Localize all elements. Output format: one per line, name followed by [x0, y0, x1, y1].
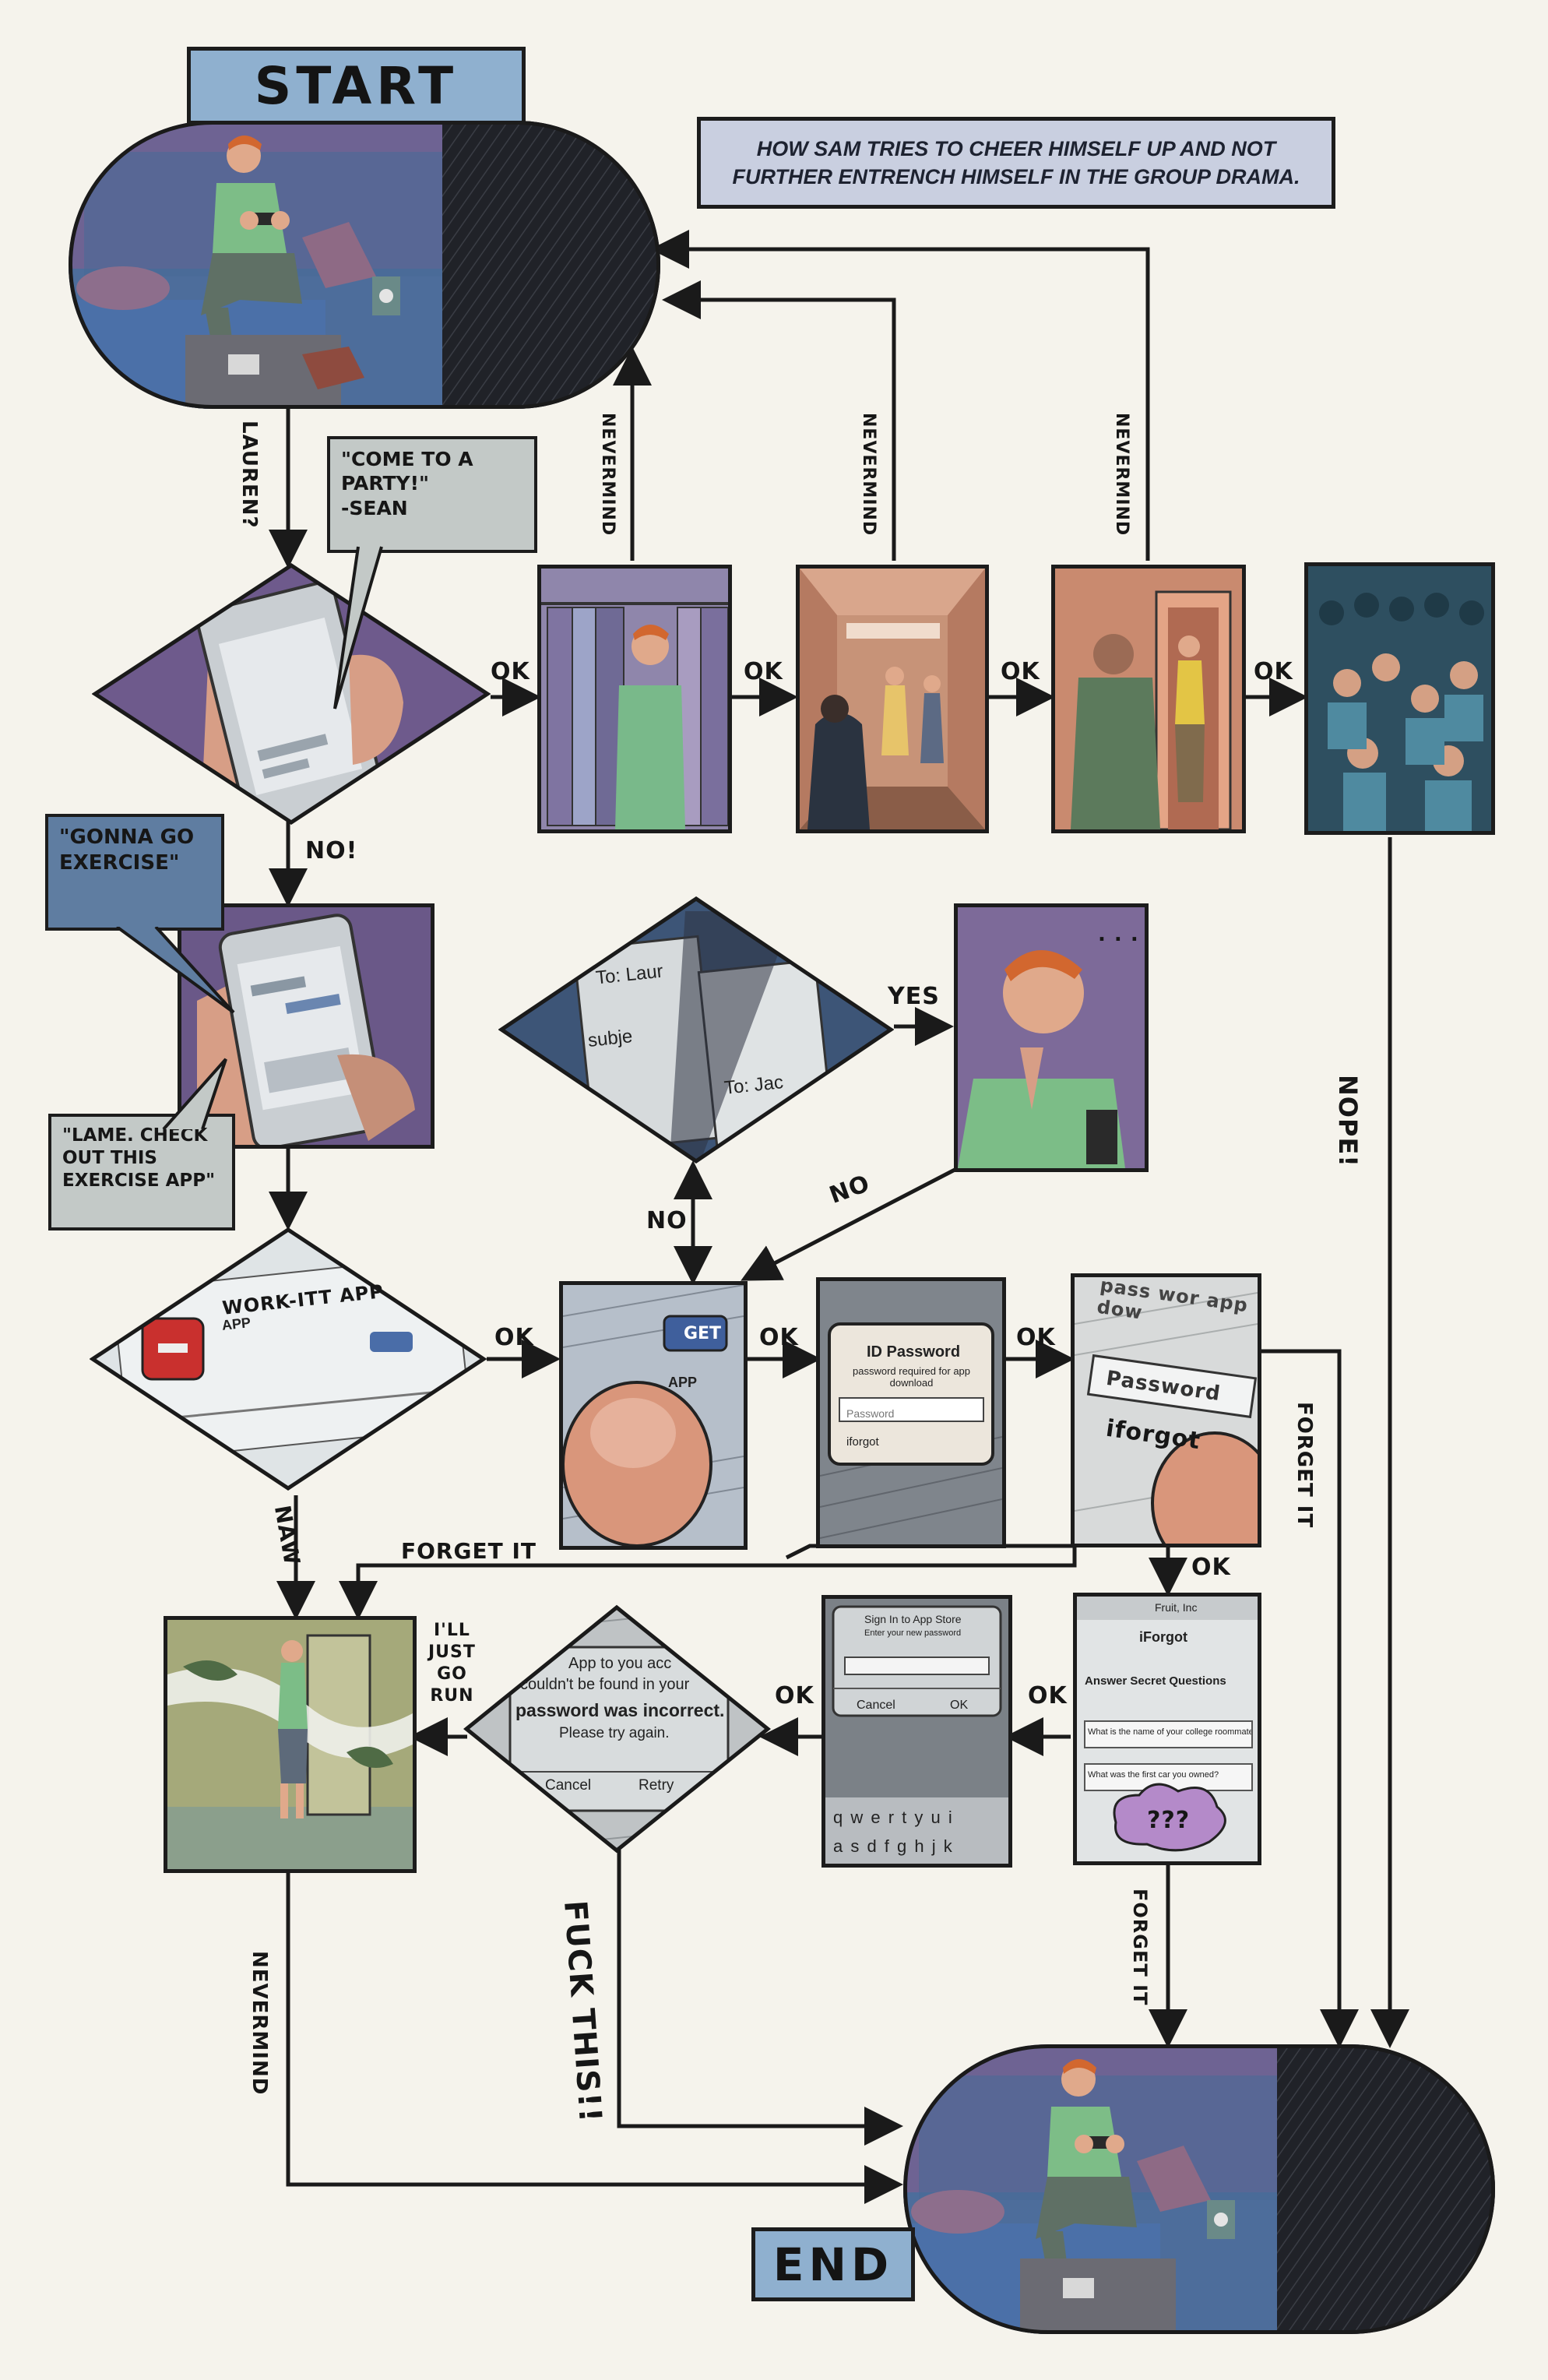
label-nevermind-3: NEVERMIND [1112, 413, 1131, 537]
label-ok-get: OK [494, 1324, 534, 1351]
start-scene-illustration [69, 121, 660, 409]
label-ok-idpass: OK [759, 1324, 799, 1351]
label-ok-closet: OK [491, 658, 530, 685]
label-ok-door: OK [1001, 658, 1040, 685]
label-forget-it-middle: FORGET IT [401, 1538, 537, 1564]
label-nevermind-1: NEVERMIND [598, 413, 617, 537]
keyboard-row-2[interactable]: a s d f g h j k [833, 1836, 954, 1856]
party-illustration [1308, 566, 1491, 831]
id-password-field[interactable]: Password [846, 1407, 895, 1420]
door-panel [1051, 565, 1246, 833]
store-illustration [800, 569, 985, 829]
signin-ok-button[interactable]: OK [950, 1699, 969, 1712]
incorrect-line4: Please try again. [559, 1725, 670, 1741]
workout-app-diamond [89, 1227, 487, 1491]
incorrect-line2: couldn't be found in your [520, 1676, 690, 1693]
run-illustration [167, 1620, 413, 1869]
sean-speech-bubble: "COME TO A PARTY!" -SEAN [327, 436, 537, 553]
label-ok-signin: OK [1028, 1682, 1068, 1709]
id-password-title: ID Password [867, 1343, 961, 1361]
end-scene [903, 2044, 1495, 2334]
start-scene [69, 121, 660, 409]
id-password-iforgot-link[interactable]: iforgot [846, 1435, 879, 1449]
store-panel [796, 565, 989, 833]
exercise-speech-bubble: "GONNA GO EXERCISE" [45, 814, 224, 931]
signin-title: Sign In to App Store [864, 1613, 962, 1625]
label-nope: NOPE! [1333, 1075, 1363, 1167]
label-no-exclaim: NO! [305, 837, 358, 864]
sad-sam-illustration [958, 907, 1145, 1168]
password-closeup-illustration [1075, 1277, 1258, 1544]
iforgot-panel: Fruit, Inc iForgot Answer Secret Questio… [1073, 1593, 1261, 1865]
confused-cloud: ??? [1147, 1807, 1191, 1834]
incorrect-cancel-button[interactable]: Cancel [545, 1777, 592, 1794]
sad-sam-panel: . . . [954, 903, 1149, 1172]
door-illustration [1055, 569, 1242, 829]
sean-bubble-tail [333, 546, 383, 709]
get-button[interactable]: GET [683, 1324, 722, 1343]
label-nevermind-2: NEVERMIND [859, 413, 878, 537]
phone-diamond-illustration [91, 563, 491, 825]
signin-cancel-button[interactable]: Cancel [857, 1699, 895, 1712]
iforgot-title: iForgot [1139, 1629, 1187, 1645]
signin-illustration [825, 1599, 1008, 1864]
incorrect-retry-button[interactable]: Retry [639, 1777, 674, 1794]
workout-app-subtitle: APP [221, 1315, 252, 1333]
run-caption: I'LL JUST GO RUN [428, 1621, 476, 1706]
workout-app-illustration [89, 1227, 487, 1491]
exercise-bubble-tail [115, 927, 235, 1014]
get-button-panel: GET APP [559, 1281, 748, 1550]
label-forget-it-bottom: FORGET IT [1129, 1889, 1151, 2006]
id-password-illustration [820, 1281, 1002, 1544]
get-panel-illustration [563, 1285, 744, 1546]
email-subject: subje [586, 1026, 634, 1051]
label-ok-closeup: OK [1016, 1324, 1056, 1351]
iforgot-illustration [1077, 1597, 1258, 1861]
texting-illustration [181, 907, 431, 1145]
id-password-panel: ID Password password required for app do… [816, 1277, 1006, 1548]
party-panel [1304, 562, 1495, 835]
incorrect-message: password was incorrect. [515, 1700, 725, 1720]
label-ok-incorrect: OK [775, 1682, 814, 1709]
signin-panel: Sign In to App Store Enter your new pass… [821, 1595, 1012, 1868]
email-diamond-illustration [498, 896, 895, 1164]
id-password-subtitle: password required for app download [852, 1365, 971, 1389]
start-label: START [187, 47, 526, 125]
label-lauren: LAUREN? [237, 421, 261, 529]
title-card: HOW SAM TRIES TO CHEER HIMSELF UP AND NO… [697, 117, 1335, 209]
iforgot-heading: Answer Secret Questions [1085, 1674, 1226, 1688]
label-yes: YES [888, 983, 940, 1010]
email-diamond [498, 896, 895, 1164]
label-ok-party: OK [1254, 658, 1293, 685]
label-ok-iforgot: OK [1191, 1554, 1231, 1581]
run-panel [164, 1616, 417, 1873]
end-scene-illustration [903, 2044, 1495, 2334]
lame-bubble-tail [162, 1058, 227, 1131]
incorrect-diamond-illustration [463, 1604, 771, 1854]
password-closeup-panel: pass wor app dow Password iforgot [1071, 1273, 1261, 1547]
keyboard-row-1[interactable]: q w e r t y u i [833, 1808, 954, 1827]
label-no-email: NO [646, 1207, 688, 1234]
label-ok-store: OK [744, 658, 783, 685]
texting-panel [178, 903, 434, 1149]
closet-panel [537, 565, 732, 833]
end-label: END [751, 2227, 915, 2301]
sad-sam-ellipsis: . . . [1098, 923, 1139, 946]
iforgot-question-2[interactable]: What was the first car you owned? [1088, 1770, 1219, 1780]
password-incorrect-diamond [463, 1604, 771, 1854]
label-forget-it-right: FORGET IT [1293, 1402, 1316, 1529]
closet-illustration [541, 569, 728, 829]
iforgot-question-1[interactable]: What is the name of your college roommat… [1088, 1727, 1251, 1737]
signin-subtitle: Enter your new password [864, 1628, 962, 1638]
incorrect-line1: App to you acc [568, 1655, 672, 1672]
iforgot-header: Fruit, Inc [1155, 1601, 1198, 1614]
label-nevermind-run: NEVERMIND [248, 1951, 271, 2096]
lauren-phone-diamond [91, 562, 491, 826]
get-button-sublabel: APP [668, 1375, 698, 1390]
